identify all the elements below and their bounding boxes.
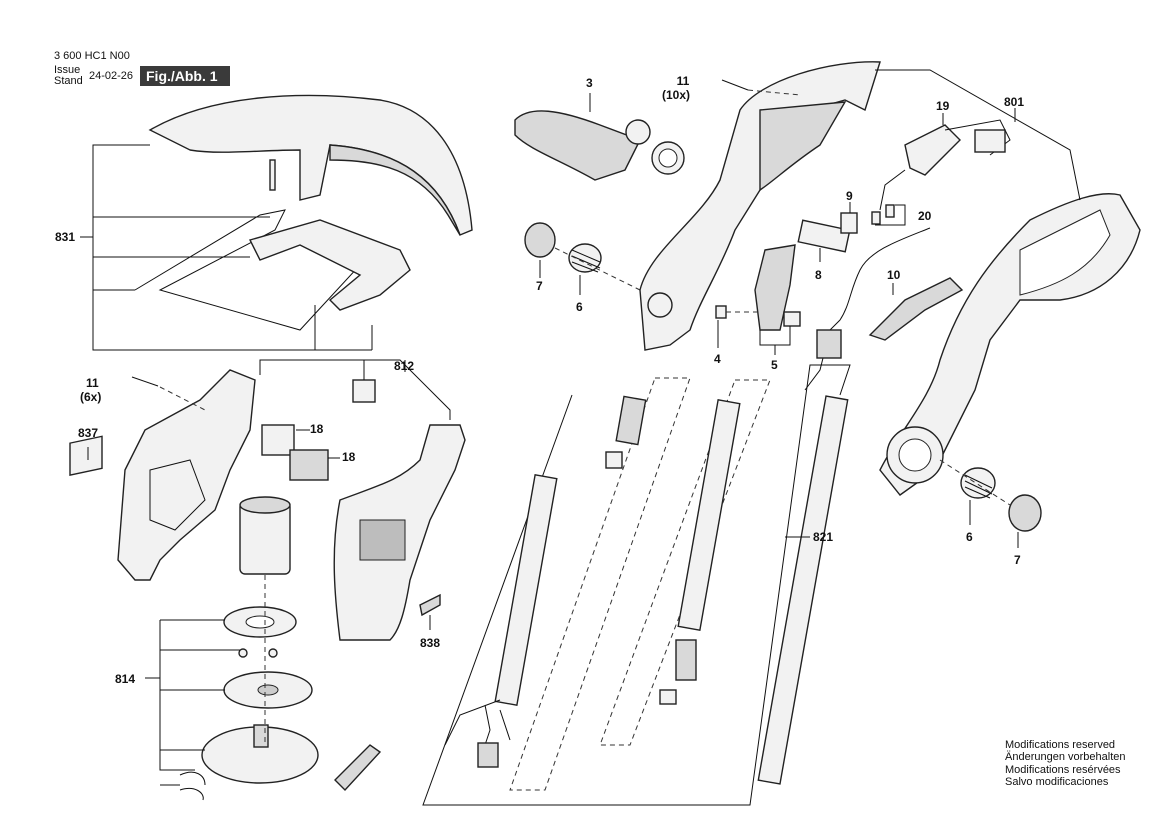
stand-label: Stand [54, 75, 83, 87]
callout-11-left-qty: (6x) [80, 390, 102, 404]
callout-801: 801 [1004, 95, 1025, 109]
locking-knob-right [1008, 494, 1042, 532]
callout-838: 838 [420, 636, 441, 650]
callout-812: 812 [394, 359, 415, 373]
callout-19: 19 [936, 99, 950, 113]
figure-label: Fig./Abb. 1 [140, 66, 230, 86]
spring-right [960, 467, 996, 499]
upper-tube-part [494, 395, 849, 785]
callout-9: 9 [846, 189, 853, 203]
callout-10: 10 [887, 268, 901, 282]
callout-3: 3 [586, 76, 593, 90]
callout-837: 837 [78, 426, 99, 440]
callout-4: 4 [714, 352, 721, 366]
modifications-note: Modifications reserved Änderungen vorbeh… [1005, 739, 1125, 788]
modifications-line-2: Änderungen vorbehalten [1005, 751, 1126, 764]
electronics-module-part [879, 119, 1011, 211]
callout-18-b: 18 [342, 450, 356, 464]
auxiliary-handle-part [514, 110, 685, 181]
modifications-line-1: Modifications reserved [1005, 739, 1116, 751]
issue-label: Issue [54, 64, 81, 76]
switch-trigger-part [754, 244, 801, 331]
spring-left [568, 243, 602, 273]
locking-knob-left [524, 222, 556, 258]
callout-5: 5 [771, 358, 778, 372]
callout-7-left: 7 [536, 279, 543, 293]
housing-half-left [117, 369, 256, 581]
motor-part [239, 496, 291, 575]
callout-831: 831 [55, 230, 76, 244]
modifications-line-4: Salvo modificaciones [1005, 775, 1109, 788]
guard-cover-part [148, 94, 473, 236]
callout-8: 8 [815, 268, 822, 282]
callout-821: 821 [813, 530, 834, 544]
callout-814: 814 [115, 672, 136, 686]
callout-20: 20 [918, 209, 932, 223]
callout-11-top: 11 [676, 74, 690, 88]
callout-11-left: 11 [86, 376, 99, 390]
callout-6-left: 6 [576, 300, 583, 314]
cable-guide-part [868, 277, 964, 341]
callout-11-top-qty: (10x) [662, 88, 691, 102]
callout-7-right: 7 [1014, 553, 1021, 567]
handle-housing-right [879, 193, 1141, 496]
guard-spring-wire [134, 209, 361, 331]
guard-plate-part [248, 219, 411, 311]
issue-date: 24-02-26 [89, 70, 134, 82]
part-number: 3 600 HC1 N00 [54, 50, 130, 62]
motor-housing-part [333, 424, 466, 641]
callout-6-right: 6 [966, 530, 973, 544]
modifications-line-3: Modifications resérvées [1005, 763, 1121, 776]
handle-housing-half [639, 61, 881, 351]
callout-18-a: 18 [310, 422, 324, 436]
